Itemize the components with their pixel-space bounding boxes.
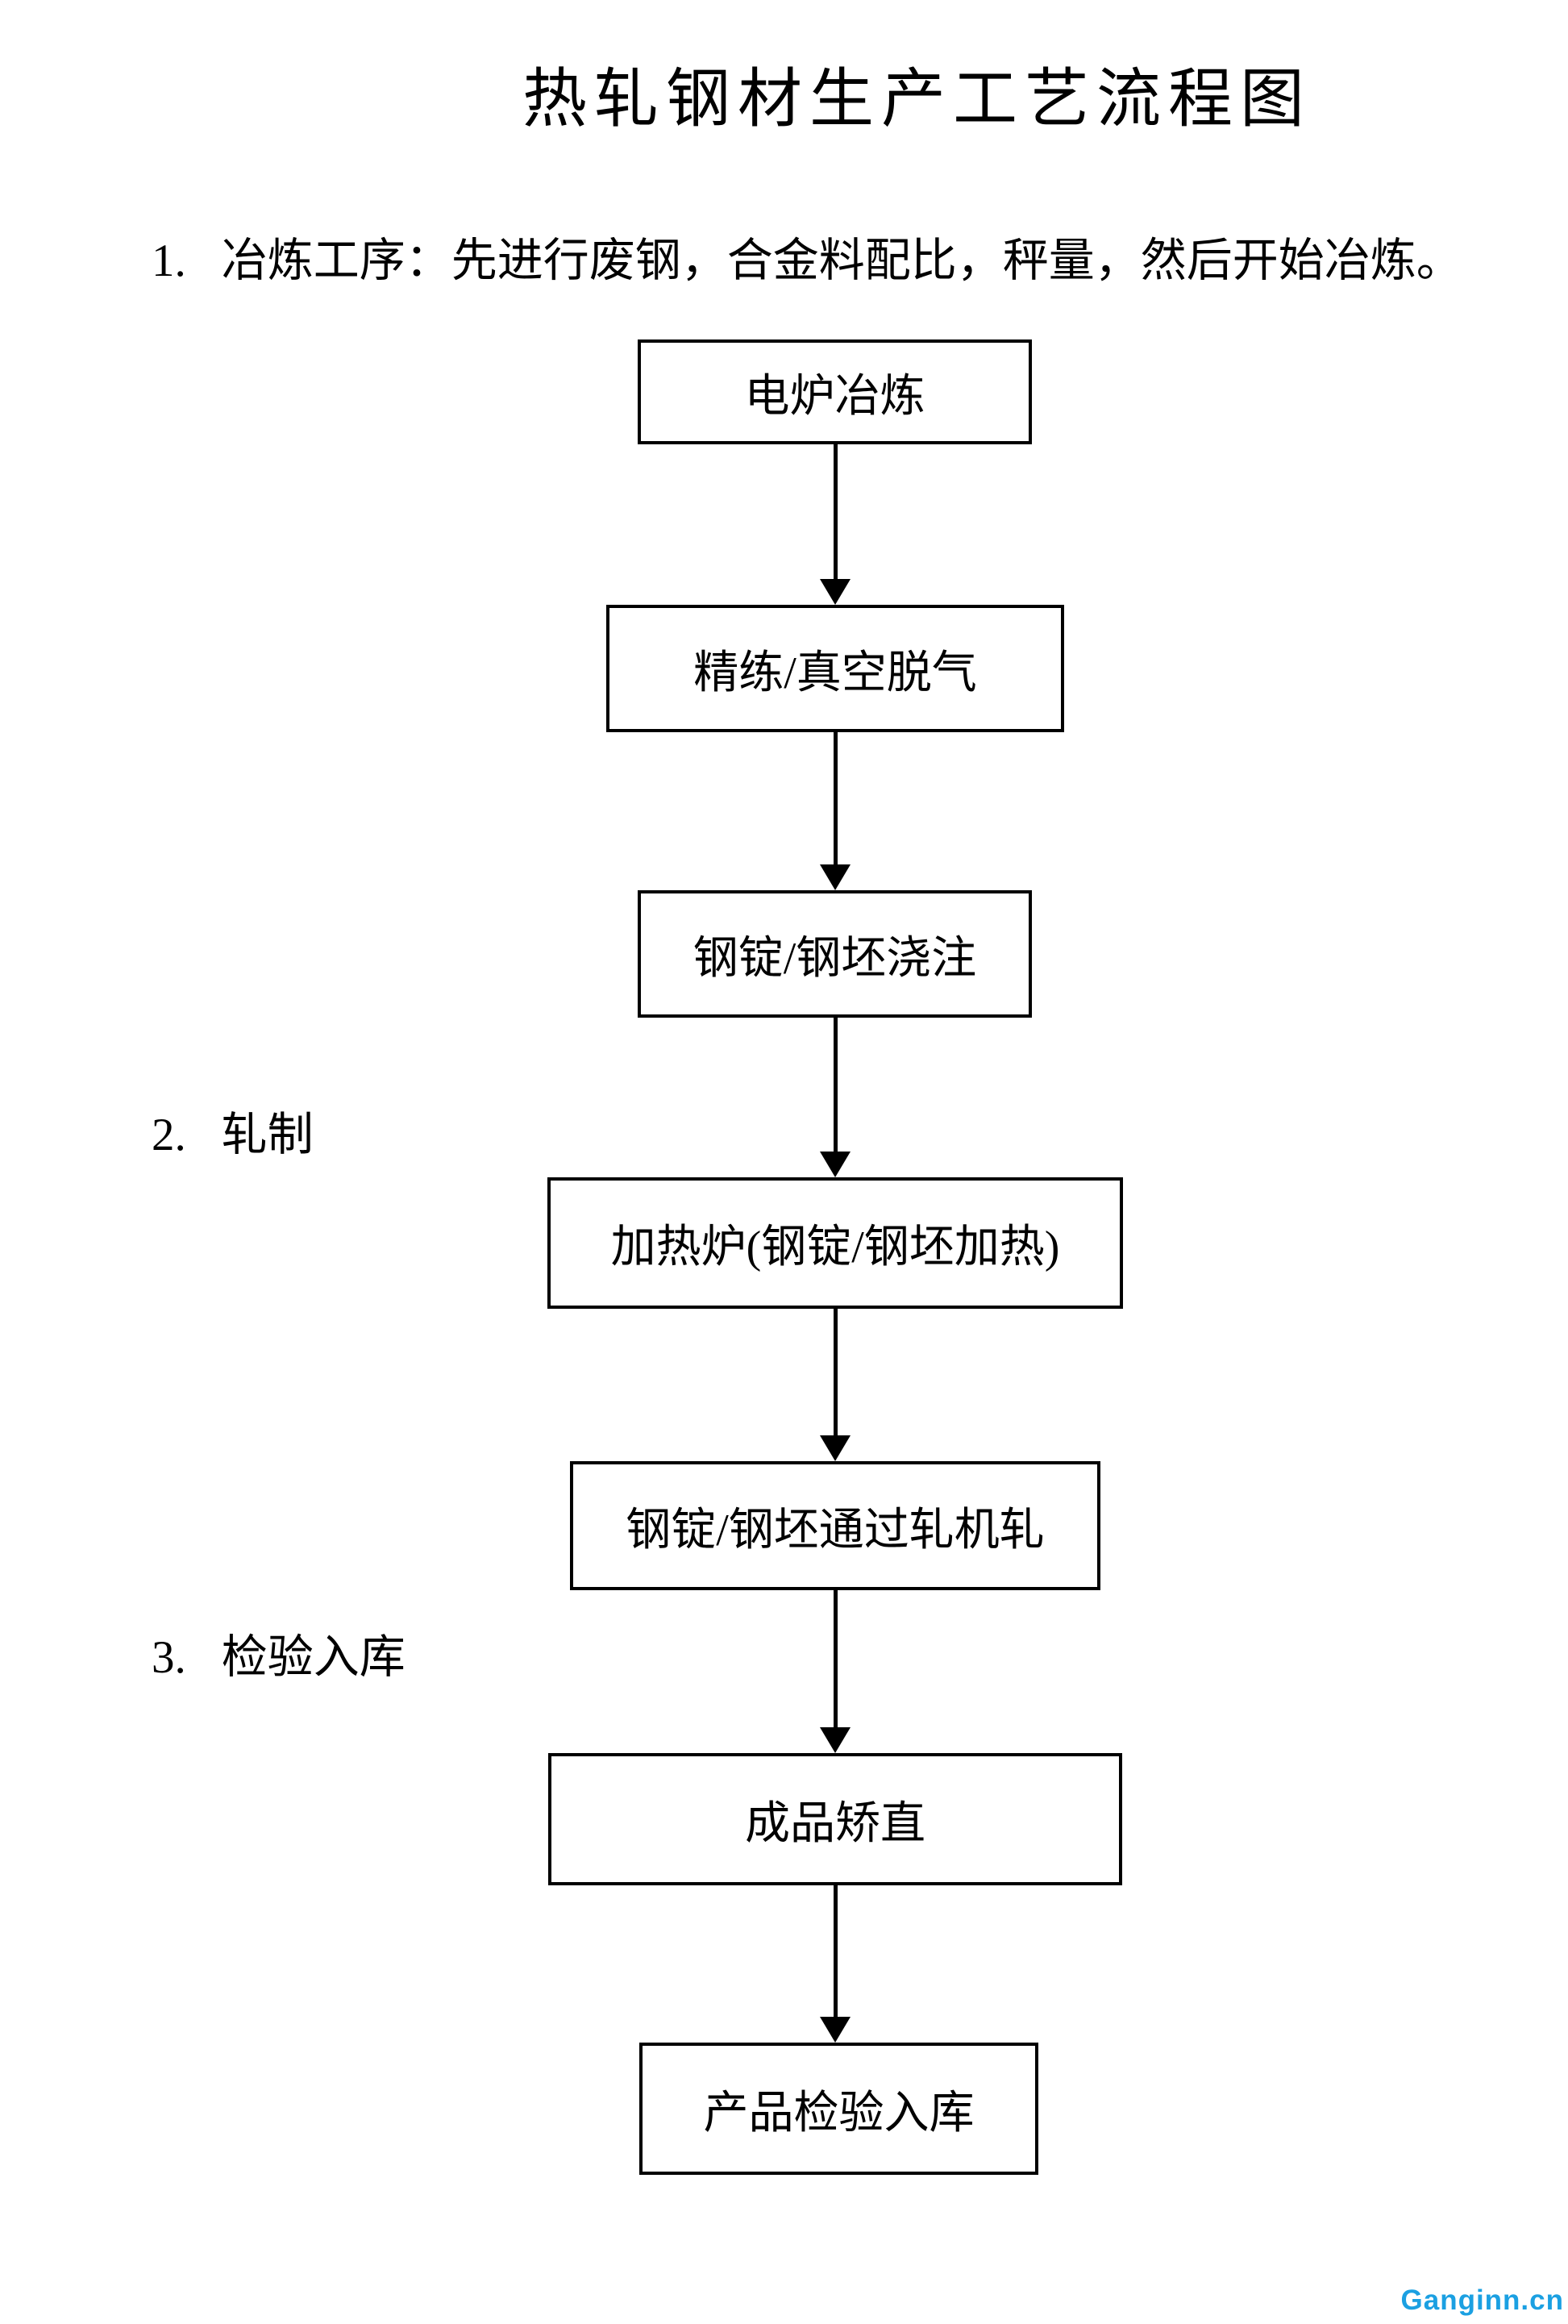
flow-arrow-3 — [817, 1018, 853, 1177]
flow-step-label: 钢锭/钢坯通过轧机轧 — [626, 1505, 1045, 1556]
flow-step-electric-furnace-smelting: 电炉冶炼 — [638, 339, 1032, 444]
section-3-number: 3. — [152, 1632, 186, 1683]
flow-step-product-inspection-storage: 产品检验入库 — [639, 2043, 1038, 2175]
arrow-down-icon — [820, 1727, 851, 1753]
flow-step-label: 成品矫直 — [745, 1798, 925, 1849]
section-1-smelting-label: 1. 冶炼工序：先进行废钢，合金料配比，秤量，然后开始冶炼。 — [152, 234, 1462, 289]
section-3-inspection-label: 3. 检验入库 — [152, 1631, 406, 1685]
page-title: 热轧钢材生产工艺流程图 — [522, 65, 1312, 135]
watermark-ganginn: Ganginn.cn — [1400, 2284, 1564, 2316]
arrow-down-icon — [820, 864, 851, 890]
flow-arrow-4 — [817, 1309, 853, 1461]
arrow-shaft — [833, 732, 838, 868]
flow-step-rolling-mill: 钢锭/钢坯通过轧机轧 — [570, 1461, 1100, 1590]
flow-step-label: 电炉冶炼 — [744, 371, 925, 422]
flow-step-label: 精练/真空脱气 — [693, 648, 977, 698]
flow-arrow-5 — [817, 1590, 853, 1753]
arrow-down-icon — [820, 1435, 851, 1461]
section-2-number: 2. — [152, 1110, 186, 1160]
flow-step-label: 钢锭/钢坯浇注 — [692, 933, 977, 984]
arrow-down-icon — [820, 579, 851, 605]
arrow-shaft — [833, 1885, 838, 2020]
arrow-shaft — [833, 1590, 838, 1731]
flow-arrow-2 — [817, 732, 853, 890]
flow-arrow-1 — [817, 444, 853, 605]
flow-step-product-straightening: 成品矫直 — [548, 1753, 1122, 1885]
flow-step-refining-vacuum-degassing: 精练/真空脱气 — [606, 605, 1064, 732]
flow-step-heating-furnace: 加热炉(钢锭/钢坯加热) — [547, 1177, 1123, 1309]
arrow-shaft — [833, 1018, 838, 1155]
section-1-number: 1. — [152, 235, 186, 286]
section-1-text: 冶炼工序：先进行废钢，合金料配比，秤量，然后开始冶炼。 — [221, 235, 1462, 286]
flow-step-ingot-billet-casting: 钢锭/钢坯浇注 — [638, 890, 1032, 1018]
flow-step-label: 加热炉(钢锭/钢坯加热) — [610, 1222, 1060, 1272]
flow-step-label: 产品检验入库 — [703, 2088, 975, 2139]
section-3-text: 检验入库 — [221, 1632, 406, 1683]
arrow-shaft — [833, 1309, 838, 1439]
arrow-down-icon — [820, 1152, 851, 1177]
section-2-rolling-label: 2. 轧制 — [152, 1108, 314, 1163]
flow-arrow-6 — [817, 1885, 853, 2043]
arrow-shaft — [833, 444, 838, 582]
arrow-down-icon — [820, 2017, 851, 2043]
section-2-text: 轧制 — [221, 1110, 314, 1160]
